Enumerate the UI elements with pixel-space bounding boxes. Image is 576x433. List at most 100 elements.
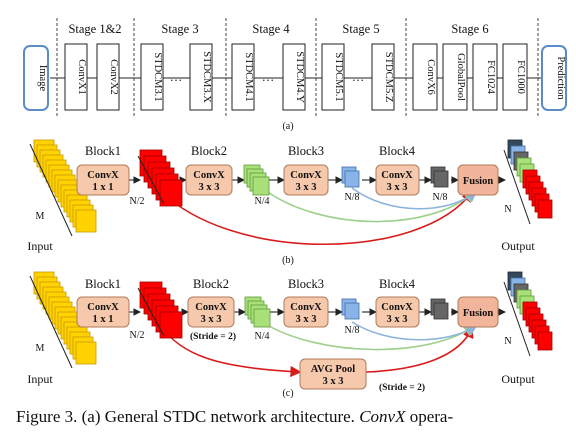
panel-b: M Input Block1 ConvX 1 x 1 N/2 Block2 Co… (27, 139, 553, 266)
caption-suffix: opera- (405, 407, 454, 426)
convx-name-b1: ConvX (87, 170, 119, 181)
convx-k3-c4: 3 x 3 (387, 314, 408, 325)
stride-label-pool: (Stride = 2) (379, 382, 425, 393)
skip-green-curve (261, 187, 476, 223)
stdcm3-1-label: STDCM3.1 (152, 52, 163, 101)
panel-a: Stage 1&2 Stage 3 Stage 4 Stage 5 Stage … (23, 18, 567, 132)
output-feature-stack-b (507, 139, 553, 219)
stage-label-4: Stage 4 (252, 22, 290, 36)
block1-label-c: Block1 (85, 277, 121, 291)
block3-label-c: Block3 (288, 277, 324, 291)
fusion-box-b (457, 164, 499, 196)
convx1-box (64, 43, 88, 111)
fusion-label-c: Fusion (463, 308, 494, 319)
input-feature-stack-c (33, 271, 97, 365)
panel-c: M Input Block1 ConvX 1 x 1 N/2 Block2 Co… (27, 271, 553, 399)
block2-label-b: Block2 (191, 144, 227, 158)
convx-3x3-box-c3 (283, 296, 329, 328)
convx-k1-c: 1 x 1 (93, 314, 114, 325)
red-feature-stack-c (139, 281, 183, 339)
green-feature-stack-c (244, 296, 271, 328)
stdcm4-1-box (231, 43, 255, 111)
panel-b-label: (b) (282, 255, 294, 266)
stride-label-inner: (Stride = 2) (190, 331, 236, 342)
stdcm4-y-label: STDCM4.Y (294, 51, 305, 103)
output-label-c: Output (501, 372, 535, 386)
caption-prefix: Figure 3. (a) General STDC network archi… (16, 407, 360, 426)
convx-name-b2: ConvX (193, 170, 225, 181)
convx-3x3-box-b3 (283, 164, 329, 196)
dim-m-c: M (36, 343, 45, 354)
block4-label-b: Block4 (379, 144, 416, 158)
convx-name-b4: ConvX (381, 170, 413, 181)
stdcm4-y-box (282, 43, 306, 111)
prediction-endcap (541, 45, 567, 111)
fc1000-box (502, 43, 528, 111)
dim-m-b: M (36, 211, 45, 222)
block1-label-b: Block1 (85, 144, 121, 158)
panel-a-label: (a) (282, 121, 293, 132)
stdcm5-z-label: STDCM5.Z (383, 52, 394, 102)
skip-blue-curve-c (351, 321, 478, 341)
stdcm3-x-label: STDCM3.X (201, 51, 212, 103)
convx-name-c1: ConvX (87, 302, 119, 313)
output-feature-stack-c (507, 271, 553, 351)
convx-name-c2: ConvX (195, 302, 227, 313)
convx-k3-c3: 3 x 3 (296, 314, 317, 325)
stage-label-1-2: Stage 1&2 (68, 22, 121, 36)
skip-green-curve-c (261, 321, 476, 351)
convx-k3-c2: 3 x 3 (201, 314, 222, 325)
dim-n8-b1: N/8 (345, 192, 360, 203)
convx6-box (412, 43, 438, 111)
convx2-label: ConvX2 (108, 59, 119, 95)
image-label: Image (37, 65, 48, 92)
convx-name-c4: ConvX (381, 302, 413, 313)
convx-k3-b2: 3 x 3 (199, 182, 220, 193)
convx-k3-b3: 3 x 3 (296, 182, 317, 193)
dim-n2-b: N/2 (130, 196, 145, 207)
stdcm5-1-box (321, 43, 345, 111)
dim-n2-c: N/2 (130, 330, 145, 341)
fc1024-label: FC1024 (485, 60, 496, 95)
input-label-c: Input (27, 372, 53, 386)
block2-label-c: Block2 (193, 277, 229, 291)
stdcm5-1-label: STDCM5.1 (333, 52, 344, 101)
input-bracket-line-c (29, 275, 73, 369)
convx1-label: ConvX1 (76, 59, 87, 95)
stage-label-5: Stage 5 (342, 22, 379, 36)
prediction-label: Prediction (555, 56, 566, 100)
stage3-ellipsis: … (170, 70, 183, 84)
convx-name-b3: ConvX (290, 170, 322, 181)
convx-3x3-box-c2 (187, 296, 235, 328)
block3-label-b: Block3 (288, 144, 324, 158)
green-feature-stack-b (243, 164, 270, 196)
dim-n8-c: N/8 (345, 325, 360, 336)
block4-label-c: Block4 (379, 277, 416, 291)
convx-k3-b4: 3 x 3 (387, 182, 408, 193)
image-endcap (23, 45, 49, 111)
gray-feature-stack-b (430, 166, 449, 188)
skip-blue-curve (351, 187, 478, 210)
convx-3x3-box-b2 (185, 164, 233, 196)
convx-1x1-box-c (76, 296, 130, 328)
convx6-label: ConvX6 (425, 59, 436, 95)
stage-label-3: Stage 3 (161, 22, 198, 36)
dim-n4-c: N/4 (255, 331, 270, 342)
stage5-ellipsis: … (352, 70, 365, 84)
avgpool-kernel: 3 x 3 (323, 376, 344, 387)
convx-name-c3: ConvX (290, 302, 322, 313)
dim-n4-b: N/4 (255, 196, 270, 207)
convx-3x3-box-b4 (375, 164, 420, 196)
stdcm5-z-box (371, 43, 395, 111)
output-label-b: Output (501, 239, 535, 253)
avgpool-name: AVG Pool (311, 364, 356, 375)
fc1000-label: FC1000 (515, 60, 526, 94)
dim-n-b: N (504, 204, 511, 215)
dim-n8-b2: N/8 (433, 192, 448, 203)
convx-k1-b: 1 x 1 (93, 182, 114, 193)
avgpool-box (299, 358, 367, 390)
blue-feature-stack-b (341, 166, 360, 188)
blue-feature-stack-c (341, 298, 360, 320)
stage4-ellipsis: … (262, 70, 275, 84)
input-label-b: Input (27, 239, 53, 253)
